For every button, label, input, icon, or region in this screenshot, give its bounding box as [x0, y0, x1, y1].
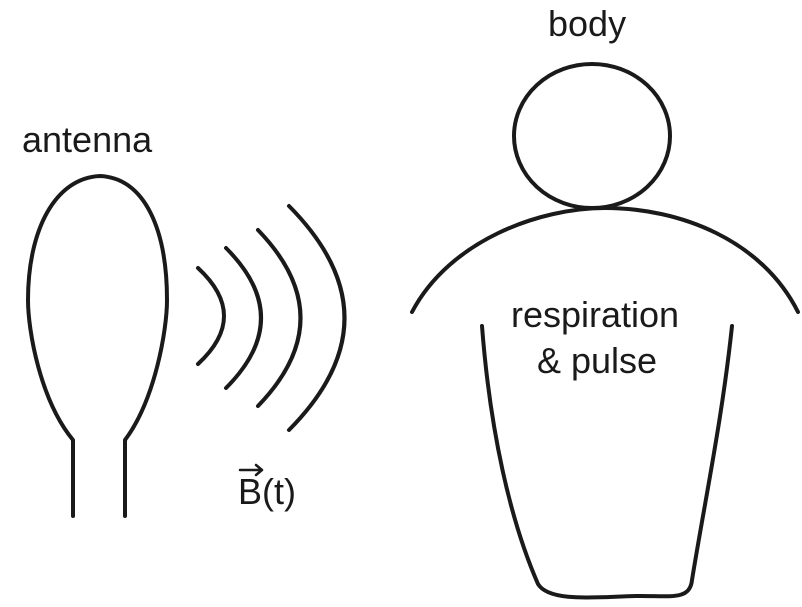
field-argument: (t) [262, 471, 296, 512]
body-label: body [548, 3, 626, 44]
magnetic-field-waves [198, 206, 345, 430]
respiration-label: respiration [511, 294, 679, 335]
field-label-group: B(t) [238, 465, 296, 512]
wave-2 [226, 248, 261, 388]
antenna-label: antenna [22, 119, 153, 160]
wave-3 [258, 230, 301, 406]
antenna-loop [28, 176, 167, 455]
wave-1 [198, 268, 224, 364]
body-head [514, 64, 670, 208]
field-symbol: B [238, 471, 262, 512]
pulse-label: & pulse [537, 340, 657, 381]
antenna-group: antenna [22, 119, 167, 516]
field-label: B(t) [238, 471, 296, 512]
wave-4 [289, 206, 345, 430]
body-group: body respiration & pulse [412, 3, 798, 598]
